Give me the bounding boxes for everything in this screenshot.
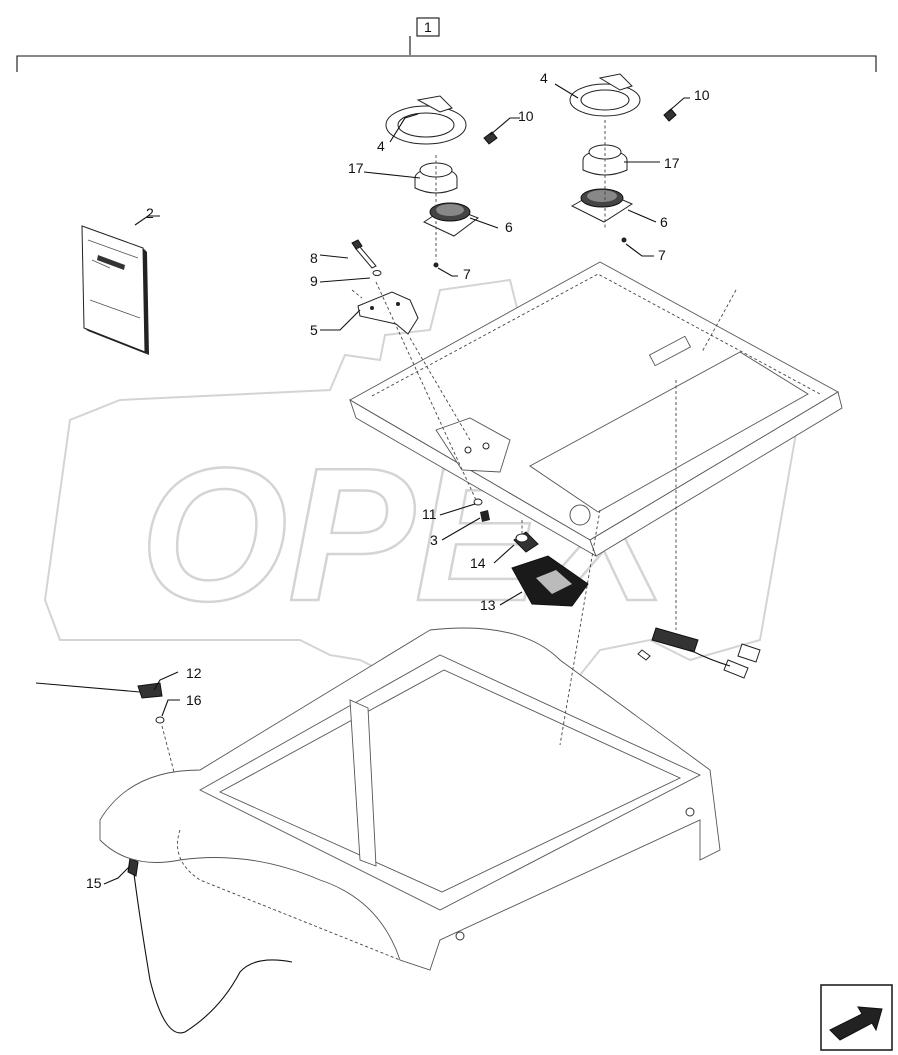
washer-11-part bbox=[473, 498, 483, 506]
callout-6-left: 6 bbox=[505, 219, 513, 235]
assembly-bracket bbox=[16, 17, 877, 72]
next-arrow-icon[interactable] bbox=[820, 984, 893, 1051]
callout-2: 2 bbox=[146, 205, 154, 221]
speaker-ring-left bbox=[385, 95, 467, 145]
callout-11: 11 bbox=[422, 506, 437, 522]
callout-7-left: 7 bbox=[463, 266, 471, 282]
washer-16-part bbox=[155, 716, 165, 724]
callout-13: 13 bbox=[480, 597, 496, 613]
nut-part bbox=[480, 510, 490, 522]
operator-manual-part bbox=[81, 225, 149, 355]
callout-17-left: 17 bbox=[348, 160, 364, 176]
speaker-right bbox=[570, 188, 634, 223]
switch-harness-part bbox=[637, 627, 761, 679]
bezel-part bbox=[513, 531, 539, 553]
callout-14: 14 bbox=[470, 555, 486, 571]
callout-17-right: 17 bbox=[664, 155, 680, 171]
bolt-part bbox=[351, 239, 377, 269]
callout-8: 8 bbox=[310, 250, 318, 266]
antenna-cable-part bbox=[127, 857, 293, 1034]
screw-7-right bbox=[621, 237, 627, 243]
screw-7-left bbox=[433, 262, 439, 268]
roof-headliner-part bbox=[349, 261, 843, 558]
callout-5: 5 bbox=[310, 322, 318, 338]
mounting-bracket-part bbox=[357, 291, 419, 335]
speaker-left bbox=[422, 202, 480, 237]
callout-16: 16 bbox=[186, 692, 202, 708]
leader-lines bbox=[103, 83, 690, 885]
callout-3: 3 bbox=[430, 532, 438, 548]
callout-7-right: 7 bbox=[658, 247, 666, 263]
antenna-part bbox=[35, 682, 163, 699]
callout-1: 1 bbox=[424, 19, 432, 35]
assembly-lines bbox=[161, 120, 737, 773]
screw-left bbox=[483, 131, 498, 145]
callout-10-left: 10 bbox=[518, 108, 534, 124]
cab-frame-part bbox=[99, 627, 721, 971]
callout-4-left: 4 bbox=[377, 138, 385, 154]
dome-light-part bbox=[511, 555, 589, 607]
callout-10-right: 10 bbox=[694, 87, 710, 103]
callout-12: 12 bbox=[186, 665, 202, 681]
washer-part bbox=[372, 270, 382, 276]
callout-4-right: 4 bbox=[540, 70, 548, 86]
callout-15: 15 bbox=[86, 875, 102, 891]
callout-6-right: 6 bbox=[660, 214, 668, 230]
callout-labels: 1 2 4 4 10 10 17 17 6 6 7 7 8 9 5 11 3 1… bbox=[86, 19, 710, 891]
callout-9: 9 bbox=[310, 273, 318, 289]
speaker-ring-right bbox=[569, 73, 641, 117]
